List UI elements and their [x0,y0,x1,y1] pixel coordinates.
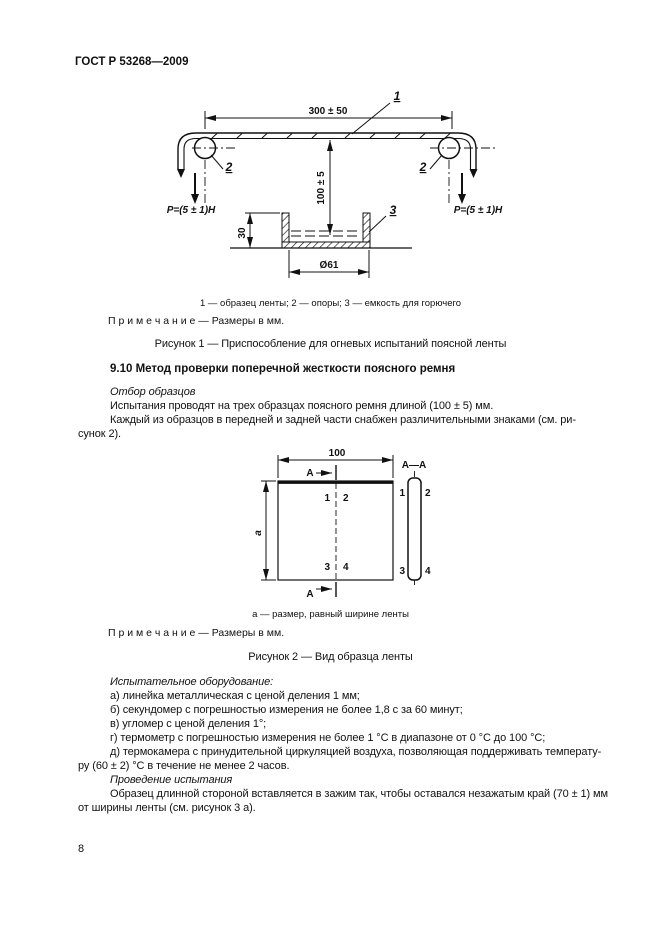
section-subheading: Отбор образцов [110,386,196,398]
page-number: 8 [78,843,85,855]
force-arrow-left [191,173,199,204]
dim-vessel-diameter-label: Ø61 [320,260,339,271]
dimension-sample-length: 100 [277,448,394,478]
force-left-label: Р=(5 ± 1)Н [167,205,216,216]
figure-2-drawing: 100 А 1 2 3 4 а А А—А 1 2 3 4 [253,448,431,600]
procedure-heading: Проведение испытания [110,774,233,786]
dim-vessel-height-label: 30 [237,227,248,239]
figure-2-note: П р и м е ч а н и е — Размеры в мм. [108,627,285,639]
callout-3: 3 [390,203,397,217]
document-header: ГОСТ Р 53268—2009 [75,56,189,68]
side-mark-1: 1 [399,488,405,499]
section-mark-bottom-label: А [306,589,313,600]
belt-end-left [177,169,185,178]
force-arrow-right [458,173,466,204]
equipment-item: б) секундомер с погрешностью измерения н… [110,704,463,716]
figure-1-note: П р и м е ч а н и е — Размеры в мм. [108,315,285,327]
equipment-item: в) угломер с ценой деления 1°; [110,718,267,730]
equipment-item-continuation: ру (60 ± 2) °С в течение не менее 2 часо… [78,760,290,772]
belt-weave-ticks [211,133,451,139]
equipment-item: г) термометр с погрешностью измерения не… [110,732,546,744]
callout-1: 1 [394,89,401,103]
callout-2-right: 2 [419,160,427,174]
figure-2-title: Рисунок 2 — Вид образца ленты [248,651,413,663]
section-mark-top: А [306,465,337,480]
front-mark-4: 4 [343,562,349,573]
fuel-vessel [281,212,371,249]
belt-end-right [469,169,478,178]
figure-1-title: Рисунок 1 — Приспособление для огневых и… [154,338,507,350]
section-heading: 9.10 Метод проверки поперечной жесткости… [110,363,456,375]
side-mark-4: 4 [425,566,431,577]
callout-1-leader [351,102,391,135]
section-view-outline [407,477,422,581]
figure-1-drawing: 300 ± 50 1 2 2 Р=(5 ± 1)Н Р=(5 ± 1)Н 100… [167,89,503,278]
side-mark-3: 3 [399,566,405,577]
procedure-line: от ширины ленты (см. рисунок 3 а). [78,802,256,814]
belt-sample [177,132,477,169]
paragraph-line: сунок 2). [78,428,121,440]
section-view-label: А—А [402,460,426,471]
dim-height-label: 100 ± 5 [316,171,327,205]
callout-2-right-leader [429,154,443,170]
dimension-vessel-diameter: Ø61 [288,250,370,278]
dim-length-label: 300 ± 50 [309,106,348,117]
figure-2-legend: а — размер, равный ширине ленты [252,609,409,620]
sample-outline [277,480,394,581]
paragraph-line: Каждый из образцов в передней и задней ч… [110,414,576,426]
dimension-length: 300 ± 50 [204,106,453,129]
paragraph-line: Испытания проводят на трех образцах пояс… [110,400,494,412]
dimension-vessel-height: 30 [237,212,280,248]
dimension-sample-width: а [253,480,276,581]
dim-sample-length-label: 100 [329,448,346,459]
dim-sample-width-label: а [253,530,264,536]
figure-1-legend: 1 — образец ленты; 2 — опоры; 3 — емкост… [199,298,462,309]
force-right-label: Р=(5 ± 1)Н [454,205,503,216]
front-mark-2: 2 [343,493,349,504]
callout-3-leader [368,215,387,233]
equipment-heading: Испытательное оборудование: [110,676,274,688]
section-mark-bottom: А [306,582,337,600]
procedure-line: Образец длинной стороной вставляется в з… [110,788,608,800]
callout-2-left: 2 [225,160,233,174]
side-mark-2: 2 [425,488,431,499]
front-mark-1: 1 [324,493,330,504]
equipment-item: а) линейка металлическая с ценой деления… [110,690,360,702]
front-mark-3: 3 [324,562,330,573]
section-mark-top-label: А [306,468,313,479]
equipment-item: д) термокамера с принудительной циркуляц… [110,746,602,758]
callout-2-left-leader [210,154,224,170]
